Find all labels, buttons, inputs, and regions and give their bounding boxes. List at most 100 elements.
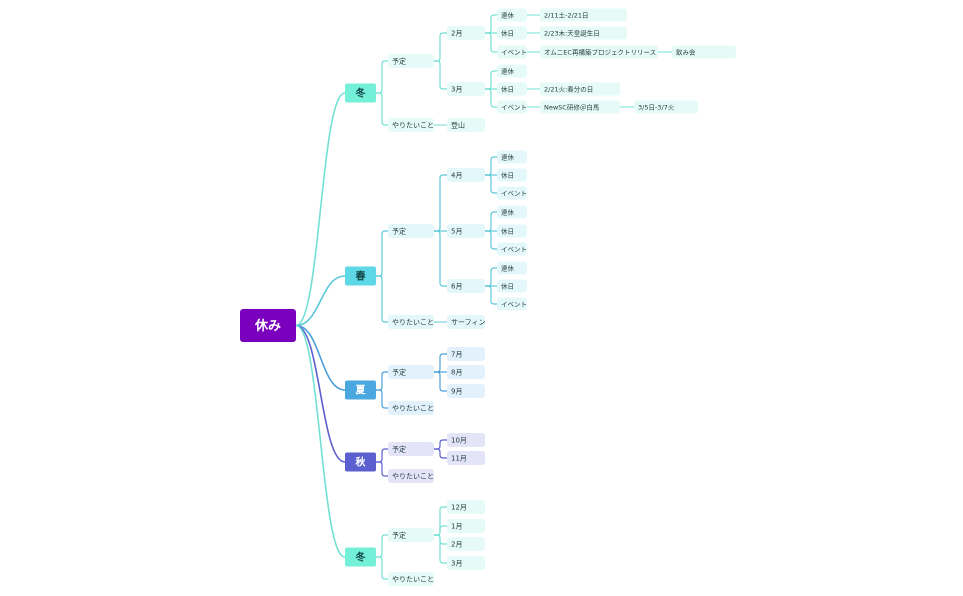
plan-node-2[interactable]: 予定 <box>388 365 434 379</box>
detail-node-0-1-2-0[interactable]: NewSC研修＠白馬 <box>540 100 620 114</box>
item-node-1-0-0[interactable]: 連休 <box>497 150 527 164</box>
month-node-0-0-label: 2月 <box>451 30 462 38</box>
item-node-0-0-0[interactable]: 連休 <box>497 8 527 22</box>
detail-node-0-0-2-0[interactable]: オムニEC再構築プロジェクトリリース <box>540 45 658 59</box>
wish-node-1[interactable]: やりたいこと <box>388 315 434 329</box>
item-node-0-0-1-label: 休日 <box>501 28 514 37</box>
wish-detail-0-0[interactable]: 登山 <box>447 118 485 132</box>
link-plan-month-0-1 <box>434 60 447 90</box>
month-node-3-0[interactable]: 10月 <box>447 433 485 447</box>
month-node-1-1-box <box>447 224 485 238</box>
detail-node-0-0-2-1-box <box>672 45 736 59</box>
item-node-0-0-1[interactable]: 休日 <box>497 26 527 40</box>
wish-node-0[interactable]: やりたいこと <box>388 118 434 132</box>
detail-node-0-1-2-1[interactable]: 3/5日-3/7火 <box>634 100 698 114</box>
month-node-4-1[interactable]: 1月 <box>447 519 485 533</box>
link-plan-month-2-2 <box>434 371 447 392</box>
season-node-4[interactable]: 冬 <box>345 547 376 567</box>
month-node-1-2[interactable]: 6月 <box>447 279 485 293</box>
link-root-season-1 <box>295 275 346 327</box>
month-node-1-1[interactable]: 5月 <box>447 224 485 238</box>
month-node-2-2[interactable]: 9月 <box>447 384 485 398</box>
item-node-1-2-0-box <box>497 261 527 275</box>
season-node-0-box <box>345 83 376 103</box>
plan-node-3[interactable]: 予定 <box>388 442 434 456</box>
month-node-0-1[interactable]: 3月 <box>447 82 485 96</box>
month-node-1-0[interactable]: 4月 <box>447 168 485 182</box>
item-node-1-2-2[interactable]: イベント <box>497 297 527 311</box>
month-node-1-1-label: 5月 <box>451 228 462 236</box>
item-node-1-1-2[interactable]: イベント <box>497 242 527 256</box>
wish-detail-1-0[interactable]: サーフィン <box>447 315 485 329</box>
root-node[interactable]: 休み <box>240 309 296 342</box>
month-node-2-0[interactable]: 7月 <box>447 347 485 361</box>
item-node-0-1-0[interactable]: 連休 <box>497 64 527 78</box>
item-node-0-1-2[interactable]: イベント <box>497 100 527 114</box>
month-node-0-1-label: 3月 <box>451 86 462 94</box>
wish-node-3[interactable]: やりたいこと <box>388 469 434 483</box>
month-node-4-2-label: 2月 <box>451 541 462 549</box>
detail-node-0-1-2-1-box <box>634 100 698 114</box>
detail-node-0-0-1-0-box <box>540 26 627 40</box>
month-node-2-1-label: 8月 <box>451 369 462 377</box>
item-node-1-2-2-box <box>497 297 527 311</box>
plan-node-0[interactable]: 予定 <box>388 54 434 68</box>
month-node-0-1-box <box>447 82 485 96</box>
wish-node-2[interactable]: やりたいこと <box>388 401 434 415</box>
link-root-season-4 <box>295 324 346 558</box>
link-season-wish-0 <box>376 92 388 126</box>
root-node-label: 休み <box>254 318 281 334</box>
month-node-3-0-label: 10月 <box>451 437 467 445</box>
month-node-2-2-label: 9月 <box>451 388 462 396</box>
item-node-1-2-0[interactable]: 連休 <box>497 261 527 275</box>
month-node-0-0-box <box>447 26 485 40</box>
plan-node-3-label: 予定 <box>392 445 406 454</box>
detail-node-0-1-1-0[interactable]: 2/21火:春分の日 <box>540 82 620 96</box>
season-node-1[interactable]: 春 <box>345 266 376 286</box>
item-node-0-1-2-box <box>497 100 527 114</box>
month-node-1-0-label: 4月 <box>451 172 462 180</box>
wish-node-2-box <box>388 401 434 415</box>
month-node-4-3-label: 3月 <box>451 560 462 568</box>
plan-node-0-box <box>388 54 434 68</box>
plan-node-4[interactable]: 予定 <box>388 528 434 542</box>
wish-node-4-box <box>388 572 434 586</box>
season-node-3[interactable]: 秋 <box>345 452 376 472</box>
month-node-0-0[interactable]: 2月 <box>447 26 485 40</box>
month-node-3-1-box <box>447 451 485 465</box>
plan-node-1[interactable]: 予定 <box>388 224 434 238</box>
month-node-4-2[interactable]: 2月 <box>447 537 485 551</box>
item-node-1-0-1-box <box>497 168 527 182</box>
month-node-3-1[interactable]: 11月 <box>447 451 485 465</box>
detail-node-0-1-2-1-label: 3/5日-3/7火 <box>638 103 675 111</box>
item-node-1-0-2[interactable]: イベント <box>497 186 527 200</box>
item-node-1-0-1[interactable]: 休日 <box>497 168 527 182</box>
detail-node-0-0-0-0[interactable]: 2/11土-2/21日 <box>540 8 627 22</box>
season-node-2[interactable]: 夏 <box>345 380 376 400</box>
item-node-0-1-1-label: 休日 <box>501 84 514 93</box>
month-node-4-0[interactable]: 12月 <box>447 500 485 514</box>
wish-node-4[interactable]: やりたいこと <box>388 572 434 586</box>
item-node-0-1-1[interactable]: 休日 <box>497 82 527 96</box>
item-node-1-2-0-label: 連休 <box>501 263 515 272</box>
wish-node-1-box <box>388 315 434 329</box>
link-plan-month-4-1 <box>434 525 447 536</box>
item-node-0-0-2[interactable]: イベント <box>497 45 527 59</box>
month-node-4-3[interactable]: 3月 <box>447 556 485 570</box>
link-season-wish-4 <box>376 556 388 580</box>
month-node-2-1[interactable]: 8月 <box>447 365 485 379</box>
detail-node-0-0-1-0[interactable]: 2/23木:天皇誕生日 <box>540 26 627 40</box>
item-node-1-2-1[interactable]: 休日 <box>497 279 527 293</box>
item-node-1-1-0-box <box>497 205 527 219</box>
month-node-4-0-box <box>447 500 485 514</box>
item-node-1-0-2-label: イベント <box>501 189 527 197</box>
item-node-1-1-1[interactable]: 休日 <box>497 224 527 238</box>
item-node-1-1-2-label: イベント <box>501 245 527 253</box>
month-node-1-0-box <box>447 168 485 182</box>
season-node-0[interactable]: 冬 <box>345 83 376 103</box>
plan-node-2-box <box>388 365 434 379</box>
item-node-1-1-0[interactable]: 連休 <box>497 205 527 219</box>
detail-node-0-0-2-1[interactable]: 飲み会 <box>672 45 736 59</box>
month-node-1-2-box <box>447 279 485 293</box>
